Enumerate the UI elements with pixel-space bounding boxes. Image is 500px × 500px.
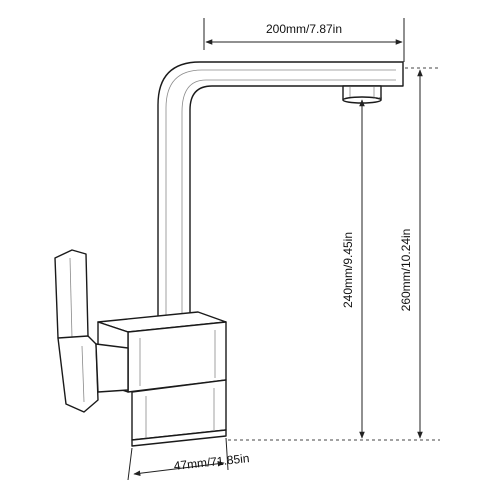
- handle-joint: [95, 343, 129, 393]
- dimension-spout-reach: 200mm/7.87in: [203, 18, 405, 62]
- spout-arm: [157, 61, 404, 326]
- total-height-label: 260mm/10.24in: [399, 229, 413, 312]
- base-tick-left: [127, 447, 133, 481]
- base-size-label: 47mm/71.85in: [173, 451, 250, 473]
- spout-highlight: [165, 69, 396, 320]
- dimension-spout-height: 240mm/9.45in: [341, 99, 365, 439]
- body-lower-block: [131, 379, 227, 447]
- spout-inner-edge: [181, 79, 396, 320]
- dimension-total-height: 260mm/10.24in: [399, 69, 423, 439]
- spout-height-label: 240mm/9.45in: [341, 232, 355, 308]
- base-size-arrow: [133, 460, 225, 477]
- lever-handle: [54, 249, 99, 413]
- faucet-drawing: [54, 61, 404, 447]
- spout-reach-label: 200mm/7.87in: [266, 22, 342, 36]
- base-tick-right: [225, 437, 229, 471]
